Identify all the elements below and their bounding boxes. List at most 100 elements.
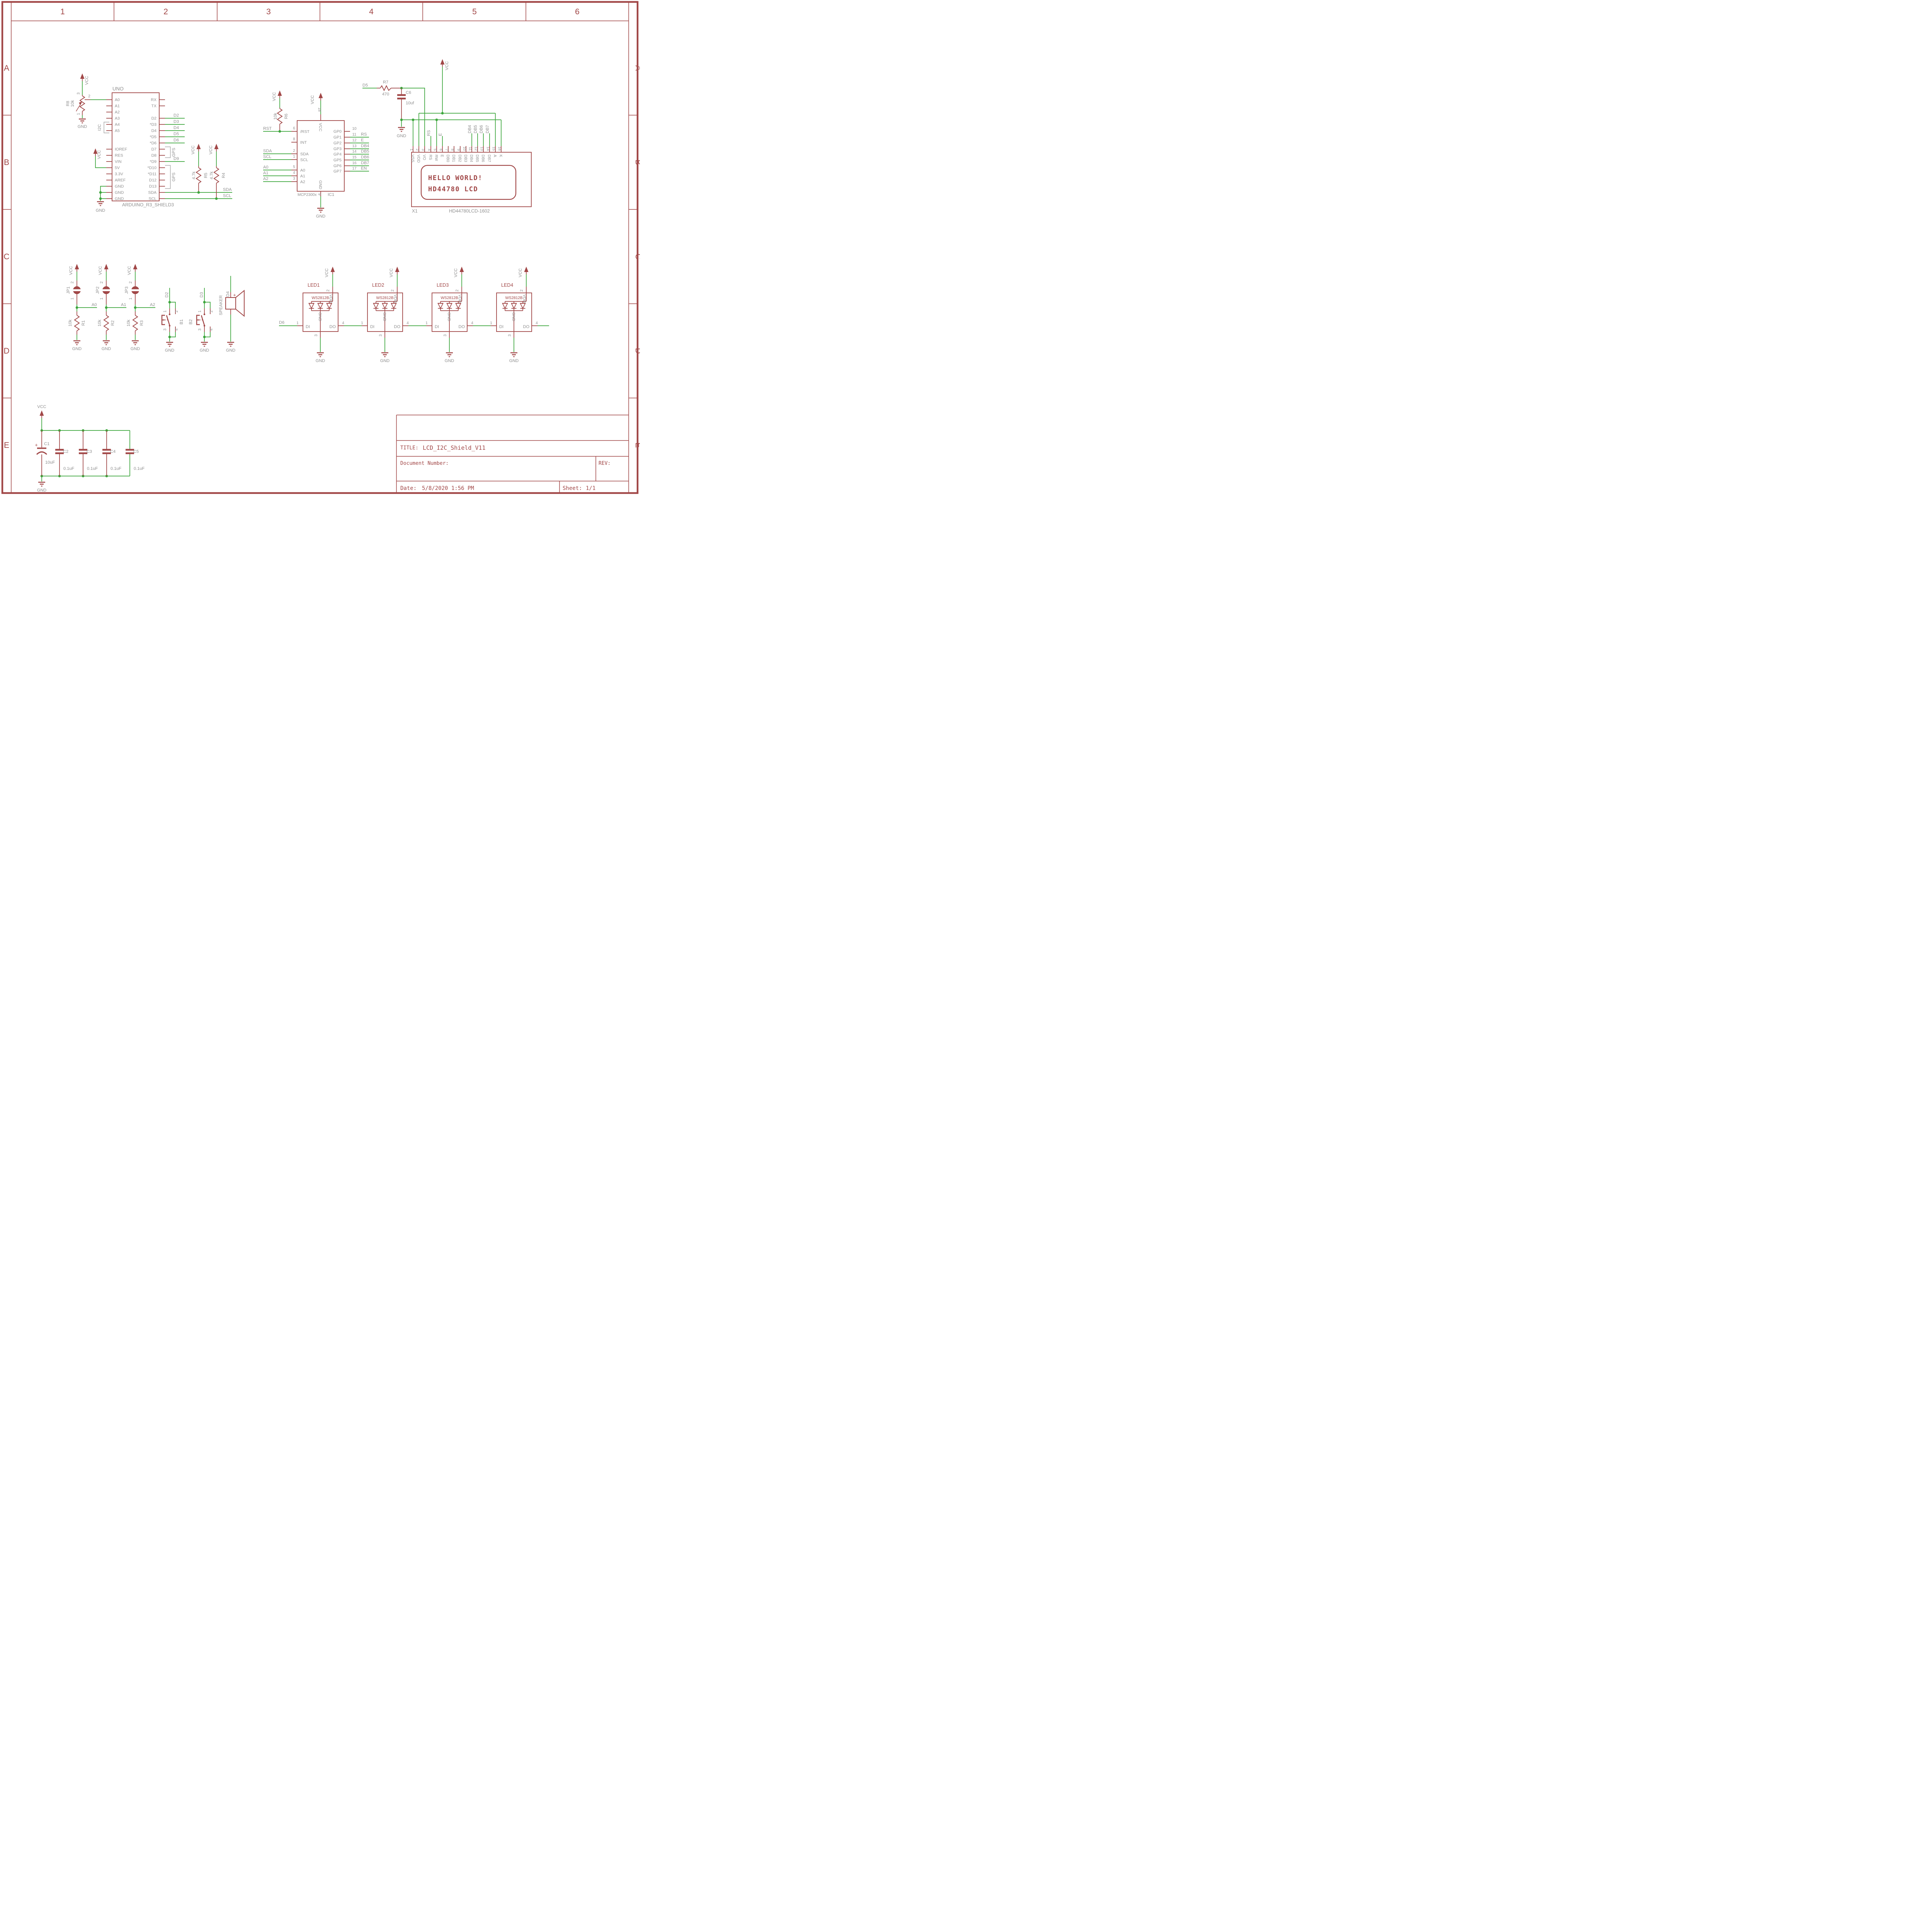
lcd-net-e: E <box>438 133 443 136</box>
net-d3: D3 <box>173 119 179 124</box>
jumper-jp1: VCC 2 1 JP1 A0 10k R1 GND <box>66 264 97 351</box>
uno-pin-d7: D7 <box>151 147 157 152</box>
lcd-num-2: 2 <box>415 149 419 151</box>
mcp-pin-gp6: GP6 <box>333 164 342 168</box>
uno-shield: UNO ARDUINO_R3_SHIELD3 A0 A1 A2 A3 A4 A5… <box>66 73 232 213</box>
title-value: LCD_I2C_Shield_V11 <box>423 444 486 451</box>
uno-pin-d11: *D11 <box>148 172 156 177</box>
jp3-pin1: 1 <box>129 298 133 300</box>
mcp-num-13: 13 <box>352 144 357 148</box>
uno-pin-ioref: IOREF <box>115 147 127 152</box>
uno-pin-d6: *D6 <box>150 141 156 146</box>
net-sda-mcp: SDA <box>263 149 272 153</box>
lcd-pin-db0: DB0 <box>446 155 450 162</box>
frame-row-a-right: A <box>634 65 640 71</box>
net-d9: D9 <box>173 156 179 161</box>
r8-name: R8 <box>66 101 70 106</box>
r8-pin2: 2 <box>88 94 90 99</box>
led4: LED4 WS2812B VCC 2 VDD GND DI DO 1 4 3 G… <box>490 266 538 363</box>
title-label: TITLE: <box>400 445 418 451</box>
mcp-pin-int: INT <box>300 140 307 145</box>
lcd-net-db4: DB4 <box>468 125 472 133</box>
uno-pin-d4: D4 <box>151 129 157 133</box>
uno-part: ARDUINO_R3_SHIELD3 <box>122 202 174 207</box>
mcp-num-6: 6 <box>293 126 295 131</box>
net-rst: RST <box>263 126 272 131</box>
uno-pin-d9: *D9 <box>150 160 156 164</box>
net-a2: A2 <box>263 177 268 181</box>
r2-value: 10k <box>97 320 102 327</box>
speaker-gnd-label: GND <box>226 348 236 353</box>
led1-num2: 2 <box>326 289 330 292</box>
frame-col-5: 5 <box>472 7 477 16</box>
b2-num2: 2 <box>209 310 214 313</box>
c3-value: 0.1uF <box>87 466 98 471</box>
uno-pin-sda: SDA <box>148 190 156 195</box>
frame-row-e-left: E <box>4 441 9 450</box>
jumper-jp2: VCC 2 1 JP2 A1 10k R2 GND <box>95 264 126 351</box>
net-db7: DB7 <box>361 161 369 165</box>
button-b2: D3 1 2 3 4 B2 GND <box>189 288 214 353</box>
lcd-pin-db4: DB4 <box>469 155 473 162</box>
led1-part: WS2812B <box>311 296 329 300</box>
c1-value: 10uF <box>45 460 55 465</box>
jp2-name: JP2 <box>95 287 100 294</box>
mcp-pin-gp7: GP7 <box>333 169 342 174</box>
b1-num2: 2 <box>175 310 179 313</box>
schematic-canvas: 1 2 3 4 5 6 A B C D E A B C D E TITLE: L… <box>1 1 640 494</box>
led1-do: DO <box>330 325 336 329</box>
frame-col-3: 3 <box>266 7 271 16</box>
lcd-hd44780: D5 R7 470 C6 10uf GND VCC RS E DB4 DB5 D… <box>362 59 532 214</box>
led4-name: LED4 <box>501 282 513 288</box>
speaker: D4 + SPEAKER GND <box>219 276 245 353</box>
lcd-num-8: 8 <box>450 149 454 151</box>
led1-gnd-pin: GND <box>318 312 322 321</box>
b1-gnd-label: GND <box>165 348 175 353</box>
mcp-num-8: 8 <box>293 137 295 141</box>
uno-pin-d5: *D5 <box>150 135 156 139</box>
lcd-num-4: 4 <box>427 149 431 151</box>
uno-pin-d10: *D10 <box>148 166 157 170</box>
led2-di: DI <box>370 325 374 329</box>
c3-name: C3 <box>87 449 92 454</box>
uno-pin-vin: VIN <box>115 160 122 164</box>
led4-gnd-pin: GND <box>511 312 516 321</box>
led3-vdd: VDD <box>457 294 462 303</box>
uno-gnd-label: GND <box>96 208 105 213</box>
net-d5: D5 <box>173 132 179 136</box>
uno-pin-d2: D2 <box>151 116 157 121</box>
mcp-pin-gp2: GP2 <box>333 141 342 146</box>
lcd-num-6: 6 <box>439 149 443 151</box>
led-chain: D6 <box>279 320 549 326</box>
r8-value: 10k <box>70 100 75 107</box>
jumper-jp3: VCC 2 1 JP3 A2 10k R3 GND <box>124 264 155 351</box>
led3-vcc-label: VCC <box>454 268 458 277</box>
led2-num4: 4 <box>406 321 409 325</box>
lcd-line1: HELLO WORLD! <box>428 174 483 182</box>
speaker-net: D4 <box>226 291 230 297</box>
mcp-num-5: 5 <box>293 165 295 169</box>
c2-value: 0.1uF <box>63 466 74 471</box>
frame-row-b-left: B <box>4 158 9 167</box>
lcd-gnd-label: GND <box>397 134 406 138</box>
mcp-num-10: 10 <box>352 127 357 131</box>
led3-part: WS2812B <box>440 296 458 300</box>
uno-pin-5v: 5V <box>115 166 120 170</box>
r1-value: 10k <box>68 320 73 327</box>
net-db4: DB4 <box>361 144 369 148</box>
rev-label: REV: <box>599 461 611 466</box>
net-a1: A1 <box>263 171 268 175</box>
frame-col-4: 4 <box>369 7 374 16</box>
mcp-part: MCP2300x <box>298 193 316 197</box>
mcp-pin-sda: SDA <box>300 152 309 156</box>
r8-pin1: 1 <box>77 113 81 115</box>
mcp-pin-gp3: GP3 <box>333 147 342 151</box>
mcp-num-2: 2 <box>293 149 295 153</box>
frame-row-a-left: A <box>4 64 9 73</box>
led4-vcc-label: VCC <box>518 268 523 277</box>
jp1-gnd-label: GND <box>72 347 82 351</box>
lcd-num-12: 12 <box>474 146 478 151</box>
schematic-page: 1 2 3 4 5 6 A B C D E A B C D E TITLE: L… <box>0 0 640 495</box>
c1-name: C1 <box>44 442 49 446</box>
uno-pin-a3: A3 <box>115 116 120 121</box>
